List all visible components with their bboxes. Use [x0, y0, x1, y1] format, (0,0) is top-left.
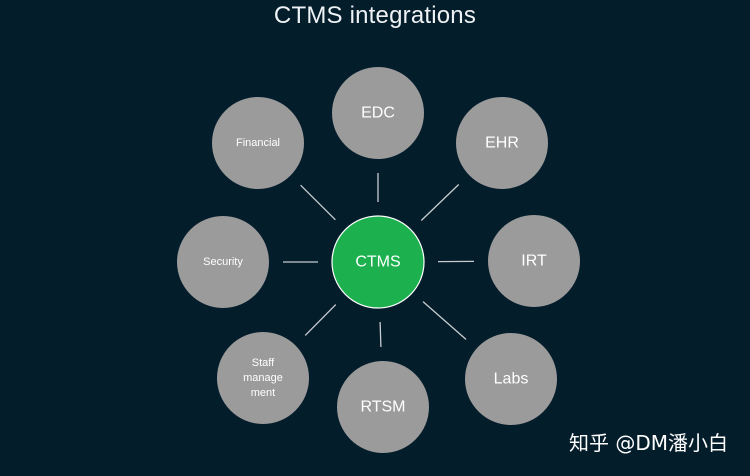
node-label-financial: Financial — [236, 137, 280, 149]
node-label-staff-management: Staff — [252, 357, 275, 369]
node-labs: Labs — [465, 333, 557, 425]
page-title: CTMS integrations — [273, 2, 477, 29]
node-label-labs: Labs — [494, 371, 529, 388]
node-rtsm: RTSM — [337, 361, 429, 453]
connector-ehr — [420, 184, 460, 221]
node-circle-labs — [465, 333, 557, 425]
connectors — [283, 173, 475, 348]
node-circle-rtsm — [337, 361, 429, 453]
node-edc: EDC — [332, 67, 424, 159]
center-node: CTMS — [331, 215, 425, 309]
connector-financial — [300, 184, 336, 221]
node-irt: IRT — [488, 215, 580, 307]
node-label-security: Security — [203, 256, 243, 268]
node-circle-staff-management — [217, 332, 309, 424]
connector-staff-management — [304, 304, 337, 336]
node-label-staff-management: ment — [251, 387, 275, 399]
node-circle-security — [177, 216, 269, 308]
node-circle-edc — [332, 67, 424, 159]
center-label: CTMS — [355, 254, 400, 271]
node-financial: Financial — [212, 97, 304, 189]
node-ehr: EHR — [456, 97, 548, 189]
node-circle-financial — [212, 97, 304, 189]
connector-rtsm — [379, 321, 382, 348]
node-security: Security — [177, 216, 269, 308]
connector-labs — [422, 301, 467, 340]
node-label-staff-management: manage — [243, 372, 283, 384]
node-circle-ehr — [456, 97, 548, 189]
node-staff-management: Staff manage ment — [217, 332, 309, 424]
node-circle-irt — [488, 215, 580, 307]
center-circle — [331, 215, 425, 309]
watermark: 知乎 @DM潘小白 — [568, 431, 728, 455]
node-label-edc: EDC — [361, 105, 395, 122]
node-label-ehr: EHR — [485, 135, 519, 152]
node-label-rtsm: RTSM — [360, 399, 405, 416]
node-label-irt: IRT — [521, 253, 547, 270]
